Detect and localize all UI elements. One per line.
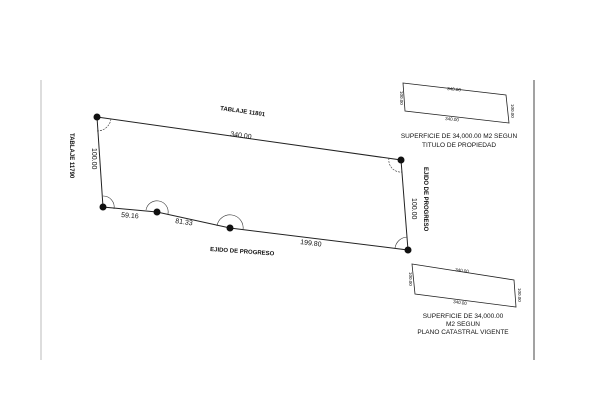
east-label: EJIDO DE PROGRESO xyxy=(422,167,428,232)
svg-text:TITULO DE PROPIEDAD: TITULO DE PROPIEDAD xyxy=(422,142,496,149)
west-label: TABLAJE 11790 xyxy=(68,133,74,179)
svg-text:100.00: 100.00 xyxy=(408,272,413,286)
dim-s2: 81.33 xyxy=(175,218,193,227)
svg-text:M2 SEGUN: M2 SEGUN xyxy=(446,321,480,328)
svg-text:340.00: 340.00 xyxy=(453,299,468,306)
dim-top: 340.00 xyxy=(230,131,252,141)
svg-text:340.00: 340.00 xyxy=(455,267,470,274)
svg-text:100.00: 100.00 xyxy=(517,288,522,302)
inset-title-deed: 340.00 340.00 100.00 100.00 SUPERFICIE D… xyxy=(399,82,518,149)
north-label: TABLAJE 11801 xyxy=(220,106,266,118)
svg-text:PLANO CATASTRAL VIGENTE: PLANO CATASTRAL VIGENTE xyxy=(417,329,509,336)
main-plot: TABLAJE 11801 TABLAJE 11790 EJIDO DE PRO… xyxy=(68,106,428,257)
dim-s1: 59.16 xyxy=(121,212,139,221)
angle-arcs xyxy=(96,118,408,249)
inset-cadastral: 340.00 340.00 100.00 100.00 SUPERFICIE D… xyxy=(408,263,522,336)
dim-left: 100.00 xyxy=(90,148,97,170)
svg-text:SUPERFICIE DE 34,000.00 M2 SEG: SUPERFICIE DE 34,000.00 M2 SEGUN xyxy=(401,133,518,140)
svg-text:340.00: 340.00 xyxy=(445,116,460,122)
dim-s3: 199.80 xyxy=(300,239,322,249)
svg-text:340.00: 340.00 xyxy=(447,86,462,92)
vertex-markers xyxy=(93,113,412,254)
svg-text:100.00: 100.00 xyxy=(510,104,515,118)
svg-text:SUPERFICIE DE 34,000.00: SUPERFICIE DE 34,000.00 xyxy=(423,313,504,320)
south-label: EJIDO DE PROGRESO xyxy=(210,247,275,257)
dim-right: 100.00 xyxy=(410,198,417,220)
svg-text:100.00: 100.00 xyxy=(399,91,404,105)
